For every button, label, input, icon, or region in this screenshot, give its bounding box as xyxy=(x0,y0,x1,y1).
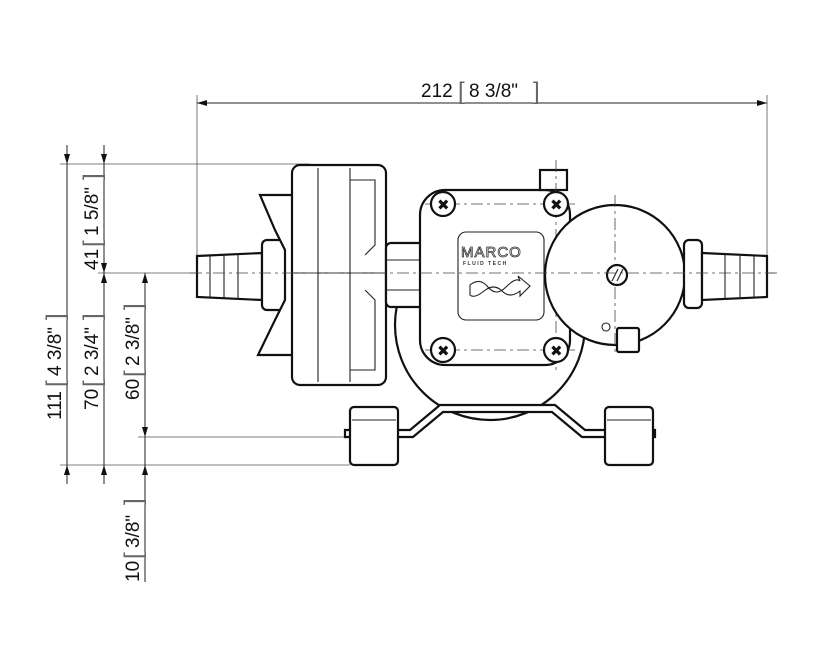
bracket-base-mm: 10 xyxy=(123,561,144,582)
svg-text:]: ] xyxy=(120,498,147,505)
flow-arrow-icon xyxy=(469,275,531,298)
dimension-axis-to-bracket: 60 [ 2 3/8" ] xyxy=(120,273,148,437)
cover-screw xyxy=(605,263,629,287)
svg-text:✖: ✖ xyxy=(437,197,450,214)
outlet-nut xyxy=(682,238,704,310)
screw-icon: ✖ xyxy=(542,336,570,364)
screw-icon: ✖ xyxy=(429,336,457,364)
mounting-bracket xyxy=(343,403,657,439)
dimension-bracket-to-base: 10 [ 3/8" ] xyxy=(120,437,148,582)
bracket-foot-left xyxy=(348,405,400,467)
pump-illustration: MARCO FLUID TECH ✖ ✖ ✖ ✖ xyxy=(190,160,780,467)
svg-text:[: [ xyxy=(42,380,69,387)
filter-wedge xyxy=(256,193,302,357)
brand-logo: MARCO xyxy=(461,244,522,261)
svg-text:[: [ xyxy=(458,78,465,105)
axis-bracket-inch: 2 3/8" xyxy=(123,317,144,366)
svg-text:]: ] xyxy=(120,303,147,310)
svg-text:]: ] xyxy=(79,313,106,320)
dimension-length: 212 [ 8 3/8" ] xyxy=(197,78,767,106)
svg-text:]: ] xyxy=(42,313,69,320)
height-mm: 111 xyxy=(45,391,66,420)
screw-icon: ✖ xyxy=(542,190,570,218)
svg-text:]: ] xyxy=(533,78,540,105)
inlet-nut xyxy=(260,238,288,312)
height-inch: 4 3/8" xyxy=(45,327,66,376)
length-inch: 8 3/8" xyxy=(469,81,518,102)
svg-text:✖: ✖ xyxy=(550,343,563,360)
brand-tagline: FLUID TECH xyxy=(463,261,508,267)
svg-text:]: ] xyxy=(79,173,106,180)
outlet-hose-barb xyxy=(700,251,769,302)
dimension-top-to-axis: 41 [ 1 5/8" ] xyxy=(79,145,107,273)
axis-base-mm: 70 xyxy=(82,389,103,410)
axis-base-inch: 2 3/4" xyxy=(82,327,103,376)
wire-connector xyxy=(615,326,641,354)
svg-text:✖: ✖ xyxy=(437,343,450,360)
svg-text:[: [ xyxy=(79,380,106,387)
pump-head-tab xyxy=(538,168,569,192)
svg-text:[: [ xyxy=(120,370,147,377)
bracket-base-inch: 3/8" xyxy=(123,515,144,548)
filter-housing xyxy=(290,163,388,387)
dimension-height: 111 [ 4 3/8" ] xyxy=(42,145,70,484)
top-axis-mm: 41 xyxy=(82,249,103,270)
svg-text:[: [ xyxy=(79,240,106,247)
svg-text:[: [ xyxy=(120,552,147,559)
bracket-foot-right xyxy=(603,405,655,467)
axis-bracket-mm: 60 xyxy=(123,379,144,400)
svg-text:✖: ✖ xyxy=(550,197,563,214)
top-axis-inch: 1 5/8" xyxy=(82,187,103,236)
screw-icon: ✖ xyxy=(429,190,457,218)
dimension-axis-to-base: 70 [ 2 3/4" ] xyxy=(79,273,107,484)
inlet-hose-barb xyxy=(195,251,264,302)
length-mm: 212 xyxy=(421,81,453,102)
